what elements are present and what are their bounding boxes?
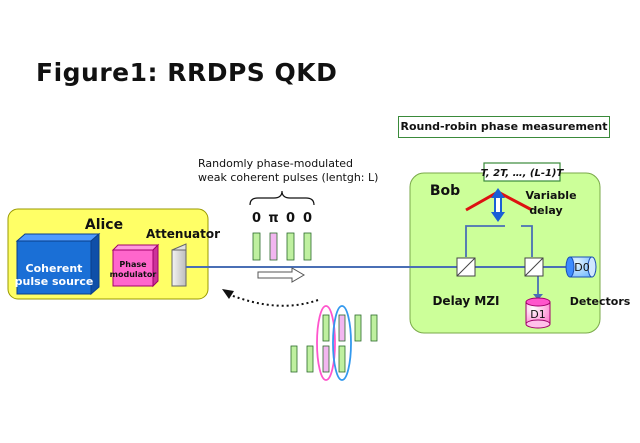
train-bot-1 [290,345,298,373]
pulse-3 [286,232,295,261]
detectors-label: Detectors [570,295,631,308]
lower-pulse-train [290,314,378,373]
delay-mzi-paths [465,225,539,296]
pulses-brace [249,190,315,206]
source-label-1: Coherent [26,262,83,275]
detector-d1 [525,297,551,329]
measurement-box: Round-robin phase measurement [398,116,610,138]
train-bot-2 [306,345,314,373]
d1-arrowhead [533,294,543,300]
train-top-1 [322,314,330,342]
train-bot-4 [338,345,346,373]
pulse-2 [269,232,278,261]
pulses-caption-line1: Randomly phase-modulated [198,157,354,170]
pulse-1 [252,232,261,261]
beam-splitter-2 [524,257,544,277]
coherent-pulse-source [15,232,101,296]
delay-values-box: T, 2T, …, (L-1)T [481,162,565,182]
phase-symbol-2: 0 [286,211,295,226]
beam-splitter-1 [456,257,476,277]
detector-d0-label: D0 [574,261,589,274]
top-pulses [252,232,312,261]
pulses-caption: Randomly phase-modulated weak coherent p… [198,157,378,185]
train-top-3 [354,314,362,342]
modulator-label-1: Phase [119,260,147,269]
train-bot-3 [322,345,330,373]
phase-modulator [111,243,160,288]
modulator-label-2: modulator [110,270,157,279]
attenuator [171,243,187,287]
phase-symbol-1: π [268,211,278,226]
delay-double-arrow [491,188,505,222]
pulse-4 [303,232,312,261]
blue-highlight-ellipse [332,305,352,381]
variable-delay-label-2: delay [529,204,562,217]
bob-label: Bob [430,183,460,199]
dotted-arrowhead [222,289,234,299]
propagation-arrow [257,267,305,283]
detector-d1-label: D1 [530,308,545,321]
pulses-caption-line2: weak coherent pulses (lentgh: L) [198,171,379,184]
phase-symbol-3: 0 [303,211,312,226]
train-top-2 [338,314,346,342]
detector-d0 [565,256,597,278]
source-label-2: pulse source [15,275,94,288]
alice-label: Alice [85,217,123,233]
attenuator-label: Attenuator [146,227,220,241]
mzi-label: Delay MZI [432,294,499,308]
delay-values: T, 2T, …, (L-1)T [481,168,565,179]
pink-highlight-ellipse [316,305,336,381]
figure-title: Figure1: RRDPS QKD [36,58,338,87]
variable-delay-label-1: Variable [525,189,576,202]
train-top-4 [370,314,378,342]
dotted-return-arrow [227,293,319,307]
phase-symbol-0: 0 [252,211,261,226]
